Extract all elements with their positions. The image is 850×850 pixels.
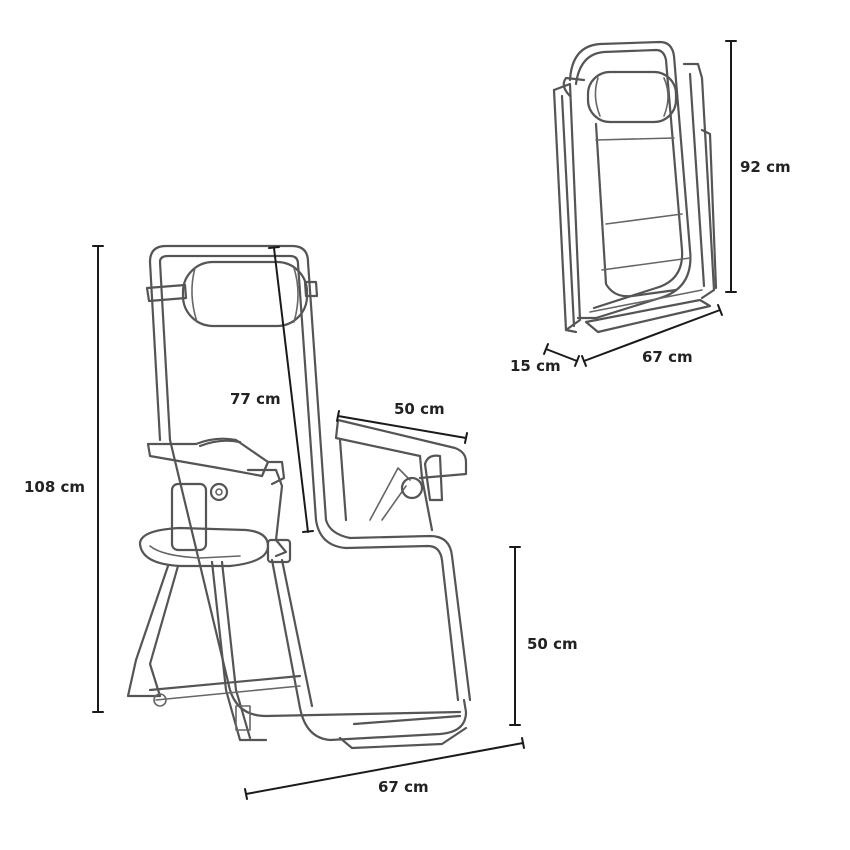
open-chair-width-label: 67 cm bbox=[378, 778, 429, 796]
folded-chair-dimension-lines bbox=[543, 40, 737, 367]
folded-chair-width-label: 67 cm bbox=[642, 348, 693, 366]
folded-chair-height-label: 92 cm bbox=[740, 158, 791, 176]
open-chair-drawing bbox=[126, 244, 472, 750]
open-chair-seat-height-label: 50 cm bbox=[527, 635, 578, 653]
folded-chair-drawing bbox=[552, 40, 718, 334]
open-chair-height-label: 108 cm bbox=[24, 478, 85, 496]
open-chair-armrest-label: 50 cm bbox=[394, 400, 445, 418]
open-chair-backrest-label: 77 cm bbox=[230, 390, 281, 408]
folded-chair-depth-label: 15 cm bbox=[510, 357, 561, 375]
open-chair-dimension-lines bbox=[92, 245, 525, 800]
